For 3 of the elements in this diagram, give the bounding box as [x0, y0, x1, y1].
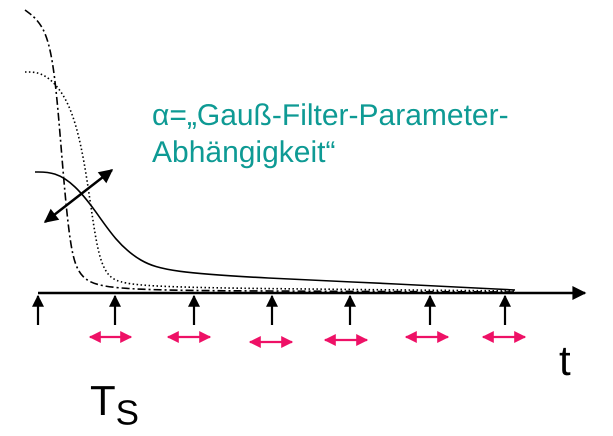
sampling-period-label: T$_{S}$: [90, 376, 140, 434]
axis-label: t: [559, 336, 572, 386]
parameter-annotation: α=„Gauß-Filter-Parameter-Abhängigkeit“: [152, 98, 510, 171]
